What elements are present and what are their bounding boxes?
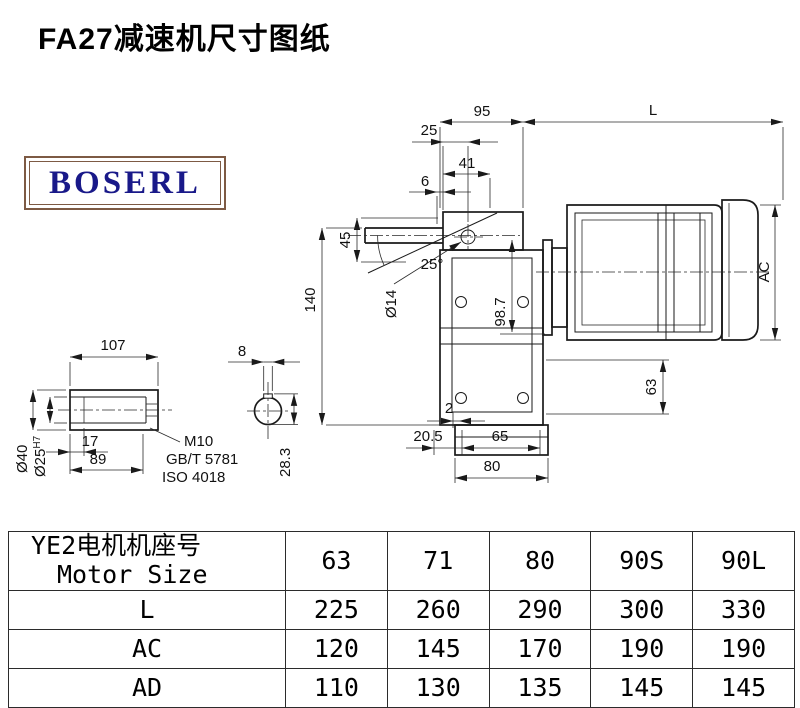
boserl-logo-frame: BOSERL	[29, 161, 221, 205]
table-cell: 290	[488, 589, 592, 630]
header-line-cn: YE2电机机座号	[31, 531, 202, 560]
dim-2: 2	[445, 400, 453, 417]
technical-drawing: 95 L 25 41 6 45 140 Ø14 25°	[14, 102, 784, 486]
dimensions-main: 95 L 25 41 6 45 140 Ø14 25°	[302, 102, 784, 483]
table-row-AC: AC 120 145 170 190 190	[8, 628, 795, 669]
table-cell: 170	[488, 628, 592, 669]
dimensions-shaft: 107 Ø40 Ø25H7 17 89 M10 GB/T 5781 ISO 40…	[14, 337, 300, 486]
dim-25: 25	[421, 122, 438, 139]
note-gbt-5781: GB/T 5781	[166, 451, 238, 468]
boserl-logo: BOSERL	[24, 156, 226, 210]
dim-dia14: Ø14	[383, 290, 400, 318]
table-cell: 190	[590, 628, 694, 669]
dim-107: 107	[100, 337, 125, 354]
table-cell-size: 71	[386, 531, 490, 591]
boserl-logo-text: BOSERL	[49, 164, 201, 201]
dim-89: 89	[90, 451, 107, 468]
dim-28-3: 28.3	[277, 448, 294, 477]
table-cell: 135	[488, 667, 592, 708]
note-m10: M10	[184, 433, 213, 450]
dim-dia25-sup: H7	[32, 435, 43, 448]
gear-housing	[439, 211, 549, 456]
table-cell: 225	[285, 589, 388, 630]
table-cell: 300	[590, 589, 694, 630]
table-cell-size: 80	[488, 531, 592, 591]
table-header-row: YE2电机机座号 Motor Size 63 71 80 90S 90L	[8, 531, 795, 591]
output-shaft	[348, 212, 520, 274]
dim-angle-25: 25°	[421, 256, 444, 273]
table-cell-size: 63	[285, 531, 388, 591]
dim-20-5: 20.5	[413, 428, 442, 445]
dim-98-7: 98.7	[492, 297, 509, 326]
table-cell-size: 90L	[692, 531, 795, 591]
table-cell: 145	[386, 628, 490, 669]
dim-dia25h7: Ø25H7	[32, 435, 49, 477]
dim-95: 95	[474, 103, 491, 120]
dim-17: 17	[82, 433, 99, 450]
motor-size-table: YE2电机机座号 Motor Size 63 71 80 90S 90L L 2…	[8, 531, 795, 708]
table-header-motor-size: YE2电机机座号 Motor Size	[8, 531, 286, 591]
table-cell-size: 90S	[590, 531, 694, 591]
table-row-AD: AD 110 130 135 145 145	[8, 667, 795, 708]
table-cell: 145	[590, 667, 694, 708]
row-label: L	[8, 589, 286, 630]
dim-8: 8	[238, 343, 246, 360]
header-line-en: Motor Size	[57, 559, 208, 589]
table-cell: 110	[285, 667, 388, 708]
dim-65: 65	[492, 428, 509, 445]
dim-6: 6	[421, 173, 429, 190]
dim-AC: AC	[756, 261, 773, 282]
table-cell: 130	[386, 667, 490, 708]
table-cell: 190	[692, 628, 795, 669]
dim-dia25: Ø25	[32, 449, 49, 477]
dim-140: 140	[302, 287, 319, 312]
dim-63: 63	[643, 379, 660, 396]
table-row-L: L 225 260 290 300 330	[8, 589, 795, 630]
table-cell: 330	[692, 589, 795, 630]
row-label: AC	[8, 628, 286, 669]
note-iso-4018: ISO 4018	[162, 469, 225, 486]
dim-45: 45	[337, 232, 354, 249]
motor	[536, 199, 772, 341]
shaft-cross-section	[247, 382, 289, 440]
dim-L: L	[649, 102, 657, 119]
table-cell: 145	[692, 667, 795, 708]
row-label: AD	[8, 667, 286, 708]
dim-dia40: Ø40	[14, 445, 31, 473]
table-cell: 260	[386, 589, 490, 630]
table-cell: 120	[285, 628, 388, 669]
shaft-detail	[58, 389, 172, 431]
page-title: FA27减速机尺寸图纸	[38, 23, 331, 56]
dim-41: 41	[459, 155, 476, 172]
dim-80: 80	[484, 458, 501, 475]
